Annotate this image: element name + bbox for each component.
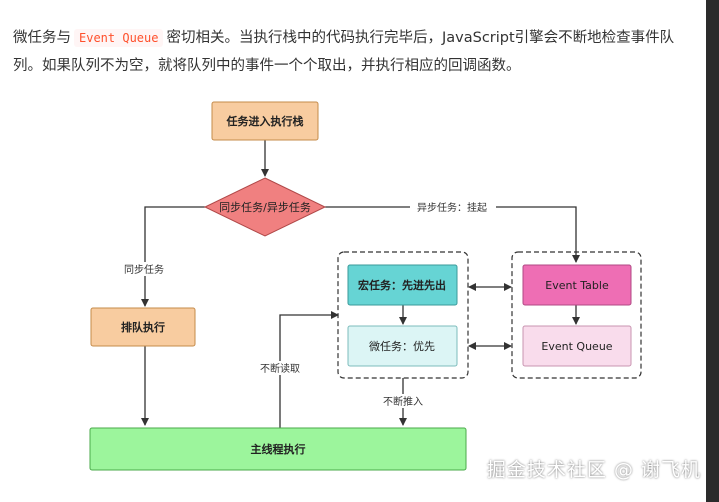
watermark: 掘金技术社区 @ 谢飞机 <box>486 459 701 481</box>
paragraph-text-after: 密切相关。当执行栈中的代码执行完毕后，JavaScript引擎会不断地检查事件队… <box>13 30 675 74</box>
node-main-thread <box>89 427 467 471</box>
node-queue-exec <box>90 307 196 347</box>
node-macro-task-label: 宏任务：先进先出 <box>358 278 446 292</box>
edge-sync-label-bg <box>118 262 170 276</box>
node-event-queue <box>522 325 632 367</box>
node-enter-stack <box>211 101 319 141</box>
edge-sync-label: 同步任务 <box>124 263 164 276</box>
node-main-thread-label: 主线程执行 <box>251 442 306 456</box>
edge-read-label: 不断读取 <box>260 362 300 375</box>
node-sync-async-decision <box>203 177 327 237</box>
node-enter-stack-label: 任务进入执行栈 <box>226 114 304 128</box>
inline-code-event-queue: Event Queue <box>74 29 164 47</box>
node-event-queue-label: Event Queue <box>541 340 612 353</box>
edge-read-label-bg <box>254 361 306 375</box>
node-event-table <box>522 264 632 306</box>
edge-sync-branch <box>141 206 205 307</box>
edge-async-label-bg <box>410 200 496 214</box>
node-micro-task <box>347 325 458 367</box>
paragraph-text-before: 微任务与 <box>13 30 71 46</box>
edge-read-loop <box>279 311 339 428</box>
edge-push-label-bg <box>378 394 430 408</box>
node-event-table-label: Event Table <box>545 279 609 292</box>
edge-push-label: 不断推入 <box>383 395 423 408</box>
scrollbar-track[interactable] <box>706 0 719 502</box>
node-sync-async-label: 同步任务/异步任务 <box>219 201 311 214</box>
edge-async-branch <box>325 206 580 263</box>
node-micro-task-label: 微任务：优先 <box>369 339 435 353</box>
edge-async-label: 异步任务：挂起 <box>417 201 487 214</box>
node-queue-exec-label: 排队执行 <box>121 320 165 334</box>
node-macro-task <box>347 264 458 306</box>
